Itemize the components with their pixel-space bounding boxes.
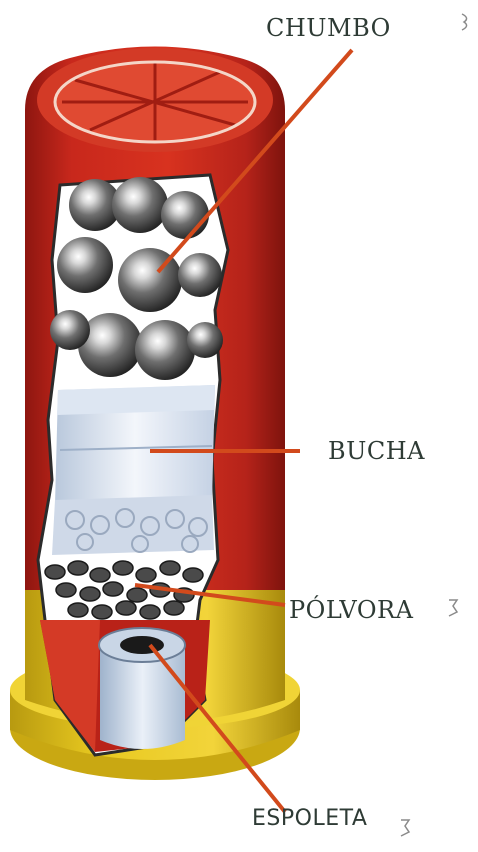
label-polvora: PÓLVORA: [289, 596, 413, 624]
label-espoleta: ESPOLETA: [252, 806, 367, 831]
primer: [99, 628, 185, 749]
label-chumbo: CHUMBO: [266, 14, 391, 42]
wad: [52, 385, 215, 555]
label-bucha: BUCHA: [328, 437, 425, 465]
watermark-glyph: [401, 14, 467, 836]
